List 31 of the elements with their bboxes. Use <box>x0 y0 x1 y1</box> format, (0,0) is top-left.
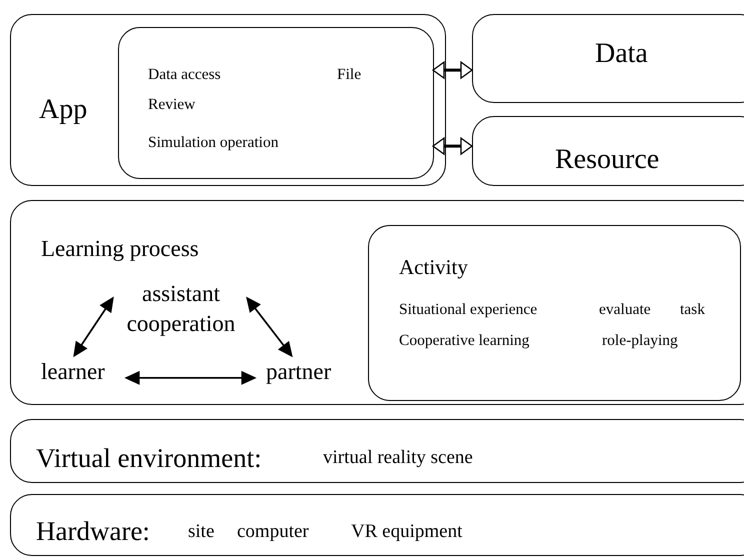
node-label: VR equipment <box>351 522 462 543</box>
virtual-environment-layer-box <box>10 419 744 483</box>
node-label: learner <box>41 359 105 384</box>
function-box <box>118 27 434 179</box>
node-label: Simulation operation <box>148 134 278 152</box>
node-label: partner <box>266 359 332 384</box>
node-label: Situational experience <box>399 301 538 318</box>
node-label: File <box>337 66 362 84</box>
app-layer-box <box>10 14 446 186</box>
node-label: task <box>680 301 705 318</box>
box-title: Activity <box>399 256 468 280</box>
box-title: Learning process <box>41 236 199 262</box>
node-label: Review <box>148 96 196 114</box>
node-label: evaluate <box>599 301 651 318</box>
node-label: computer <box>237 522 309 543</box>
node-label: site <box>188 522 214 543</box>
box-title: Resource <box>555 145 660 176</box>
box-title: Data access <box>148 66 221 84</box>
node-label: role-playing <box>602 332 678 350</box>
activity-box <box>368 225 741 401</box>
box-title: App <box>39 95 88 126</box>
hardware-layer-box <box>10 494 744 556</box>
box-title: Hardware: <box>36 517 150 547</box>
data-box <box>472 14 744 103</box>
node-label: Cooperative learning <box>399 332 530 350</box>
learning-layer-box <box>10 200 744 405</box>
resource-box <box>472 116 744 186</box>
box-title: Virtual environment: <box>36 444 262 474</box>
node-label: assistant cooperation <box>126 280 236 338</box>
node-label: virtual reality scene <box>323 448 473 469</box>
box-title: Data <box>595 39 648 70</box>
